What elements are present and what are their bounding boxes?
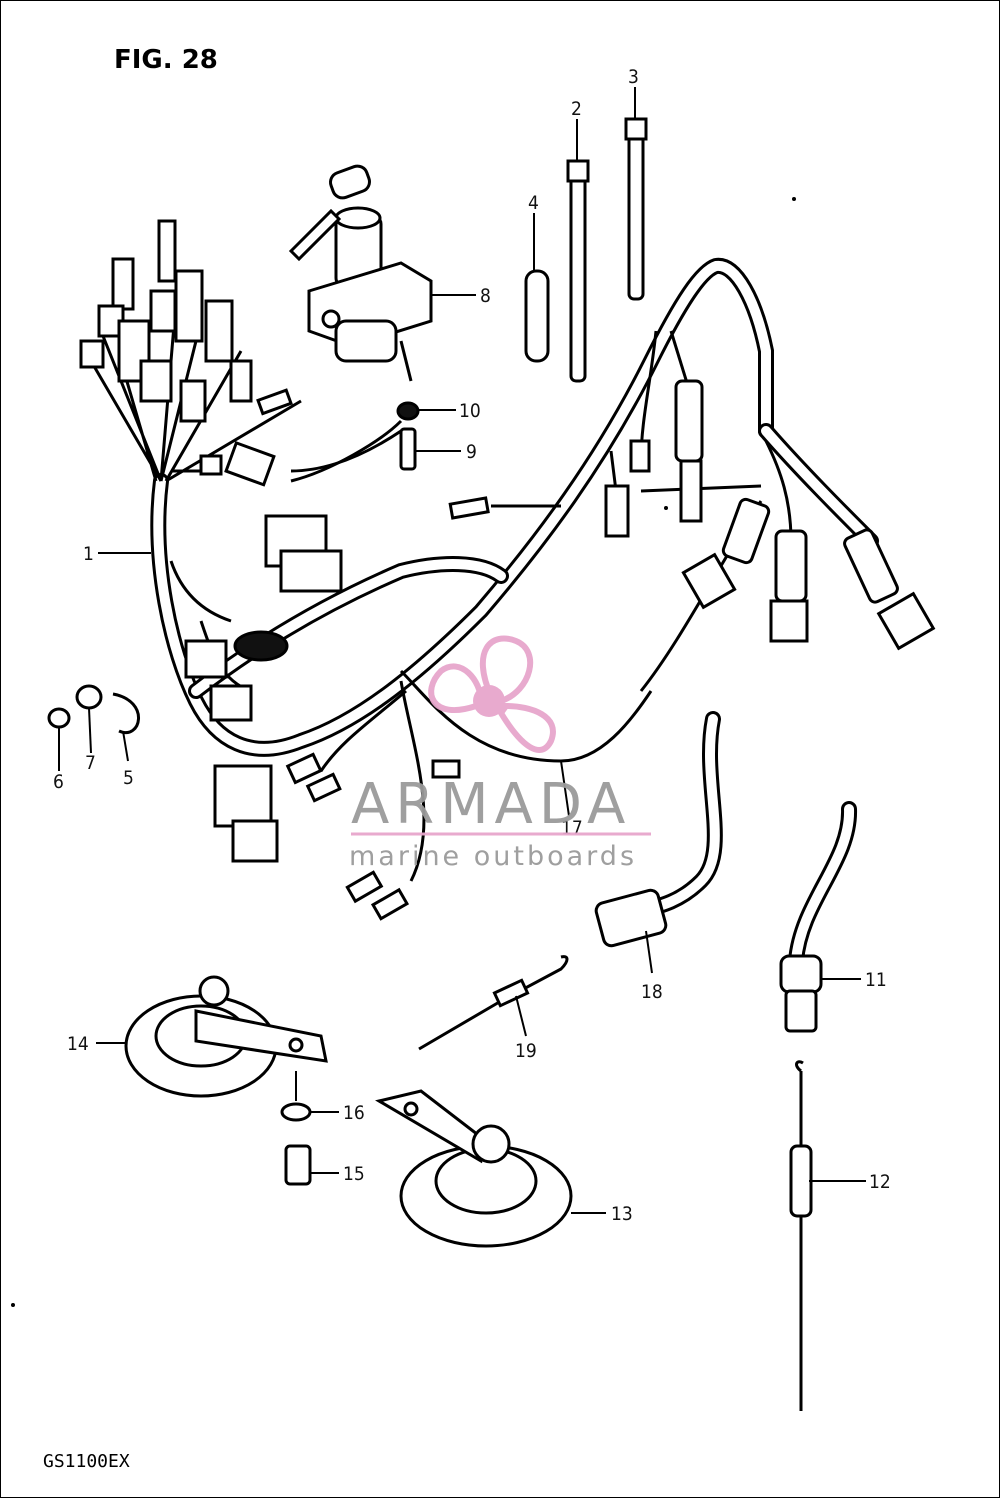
callout-8: 8	[480, 285, 491, 307]
callout-5: 5	[123, 767, 134, 789]
watermark-brand: ARMADA	[351, 772, 631, 837]
callout-19: 19	[515, 1040, 537, 1062]
callout-6: 6	[53, 771, 64, 793]
callout-2: 2	[571, 98, 582, 120]
callout-3: 3	[628, 66, 639, 88]
leader-lines	[58, 87, 866, 1214]
callout-9: 9	[466, 441, 477, 463]
callout-16: 16	[343, 1102, 365, 1124]
wiring-harness	[79, 219, 936, 921]
callout-1: 1	[83, 543, 94, 565]
figure-title: FIG. 28	[114, 45, 218, 75]
callout-12: 12	[869, 1171, 891, 1193]
callout-13: 13	[611, 1203, 633, 1225]
callout-15: 15	[343, 1163, 365, 1185]
callout-10: 10	[459, 400, 481, 422]
callout-7: 7	[85, 752, 96, 774]
propeller-logo-icon	[428, 635, 556, 753]
watermark-tagline: marine outboards	[349, 841, 637, 872]
horn-left	[124, 975, 328, 1098]
model-code: GS1100EX	[43, 1451, 130, 1472]
callout-18: 18	[641, 981, 663, 1003]
callout-numbers: 1 2 3 4 5 6 7 8 9 10 11 12 13 14 15 16 1…	[53, 66, 891, 1225]
horn-right	[375, 1089, 573, 1248]
callout-11: 11	[865, 969, 887, 991]
callout-4: 4	[528, 192, 539, 214]
watermark: ARMADA marine outboards	[349, 635, 651, 872]
ignition-switch	[288, 164, 433, 382]
callout-14: 14	[67, 1033, 89, 1055]
